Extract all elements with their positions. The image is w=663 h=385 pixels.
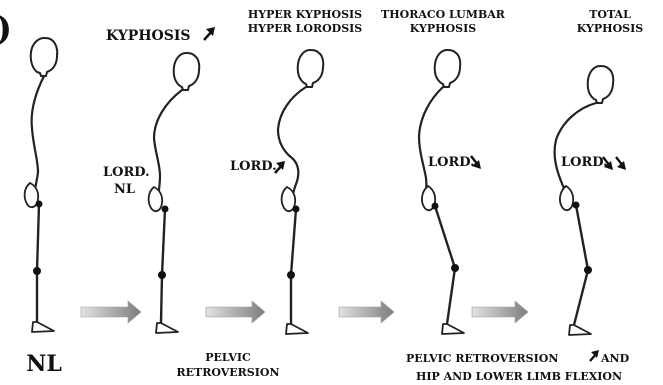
figure-thoraco: THORACO LUMBAR KYPHOSIS LORD. <box>381 8 506 334</box>
label-lord-total: LORD. <box>561 155 608 170</box>
figure-hyper: HYPER KYPHOSIS HYPER LORODSIS LORD. <box>230 8 362 334</box>
label-pelvic: PELVIC <box>205 351 251 364</box>
label-hyper-lordosis: HYPER LORODSIS <box>248 22 363 35</box>
panel-letter: ) <box>0 9 12 49</box>
spine-hyper <box>278 87 306 204</box>
foot-thoraco <box>442 324 464 334</box>
head-kyphosis <box>174 53 200 90</box>
label-and: AND <box>600 352 630 365</box>
knee-joint-total <box>584 266 592 274</box>
foot-normal <box>32 322 54 332</box>
head-normal <box>31 38 58 76</box>
hip-joint-hyper <box>293 206 300 213</box>
right-arrow-icon <box>339 301 394 323</box>
knee-joint-thoraco <box>451 264 459 272</box>
pelvis-kyphosis <box>149 187 163 211</box>
spine-thoraco <box>419 87 443 204</box>
label-thoraco-kyphosis: KYPHOSIS <box>410 22 476 35</box>
label-total-kyphosis: KYPHOSIS <box>577 22 643 35</box>
hip-joint-thoraco <box>432 203 439 210</box>
knee-joint-kyphosis <box>158 271 166 279</box>
leg-kyphosis <box>161 209 165 323</box>
foot-kyphosis <box>156 323 178 333</box>
label-lord-thoraco: LORD. <box>428 155 475 170</box>
right-arrow-icon <box>206 301 265 323</box>
label-kyphosis: KYPHOSIS <box>106 28 191 44</box>
knee-joint-normal <box>33 267 41 275</box>
leg-hyper <box>291 209 296 324</box>
up-right-arrow-icon <box>204 27 215 40</box>
label-nl: NL <box>26 351 62 377</box>
spine-total <box>555 103 596 204</box>
figure-kyphosis: KYPHOSIS LORD. NL <box>103 27 215 333</box>
label-lord-hyper: LORD. <box>230 159 277 174</box>
label-hip-lower-limb-flexion: HIP AND LOWER LIMB FLEXION <box>416 370 622 383</box>
foot-total <box>569 325 591 335</box>
label-pelvic-retroversion: PELVIC RETROVERSION <box>406 352 558 365</box>
label-thoraco-lumbar: THORACO LUMBAR <box>381 8 506 21</box>
spine-normal <box>32 76 44 198</box>
foot-hyper <box>286 324 308 334</box>
label-hyper-kyphosis: HYPER KYPHOSIS <box>248 8 362 21</box>
hip-joint-normal <box>36 201 43 208</box>
figure-normal: NL <box>25 38 62 377</box>
spine-kyphosis <box>154 90 182 202</box>
right-arrow-icon <box>81 301 141 323</box>
head-hyper <box>298 50 324 87</box>
hip-joint-total <box>573 202 580 209</box>
leg-total <box>574 205 588 325</box>
right-arrow-icon <box>472 301 528 323</box>
pelvis-total <box>560 186 573 210</box>
leg-normal <box>37 204 39 322</box>
label-lord-nl: NL <box>114 182 135 197</box>
label-total: TOTAL <box>589 8 631 21</box>
leg-thoraco <box>435 206 455 324</box>
head-total <box>588 66 614 103</box>
figure-total: TOTAL KYPHOSIS LORD. <box>555 8 644 335</box>
head-thoraco <box>435 50 461 87</box>
up-right-arrow-icon <box>590 350 599 361</box>
knee-joint-hyper <box>287 271 295 279</box>
label-retroversion: RETROVERSION <box>176 366 279 379</box>
label-lord-kyphosis: LORD. <box>103 165 150 180</box>
hip-joint-kyphosis <box>162 206 169 213</box>
